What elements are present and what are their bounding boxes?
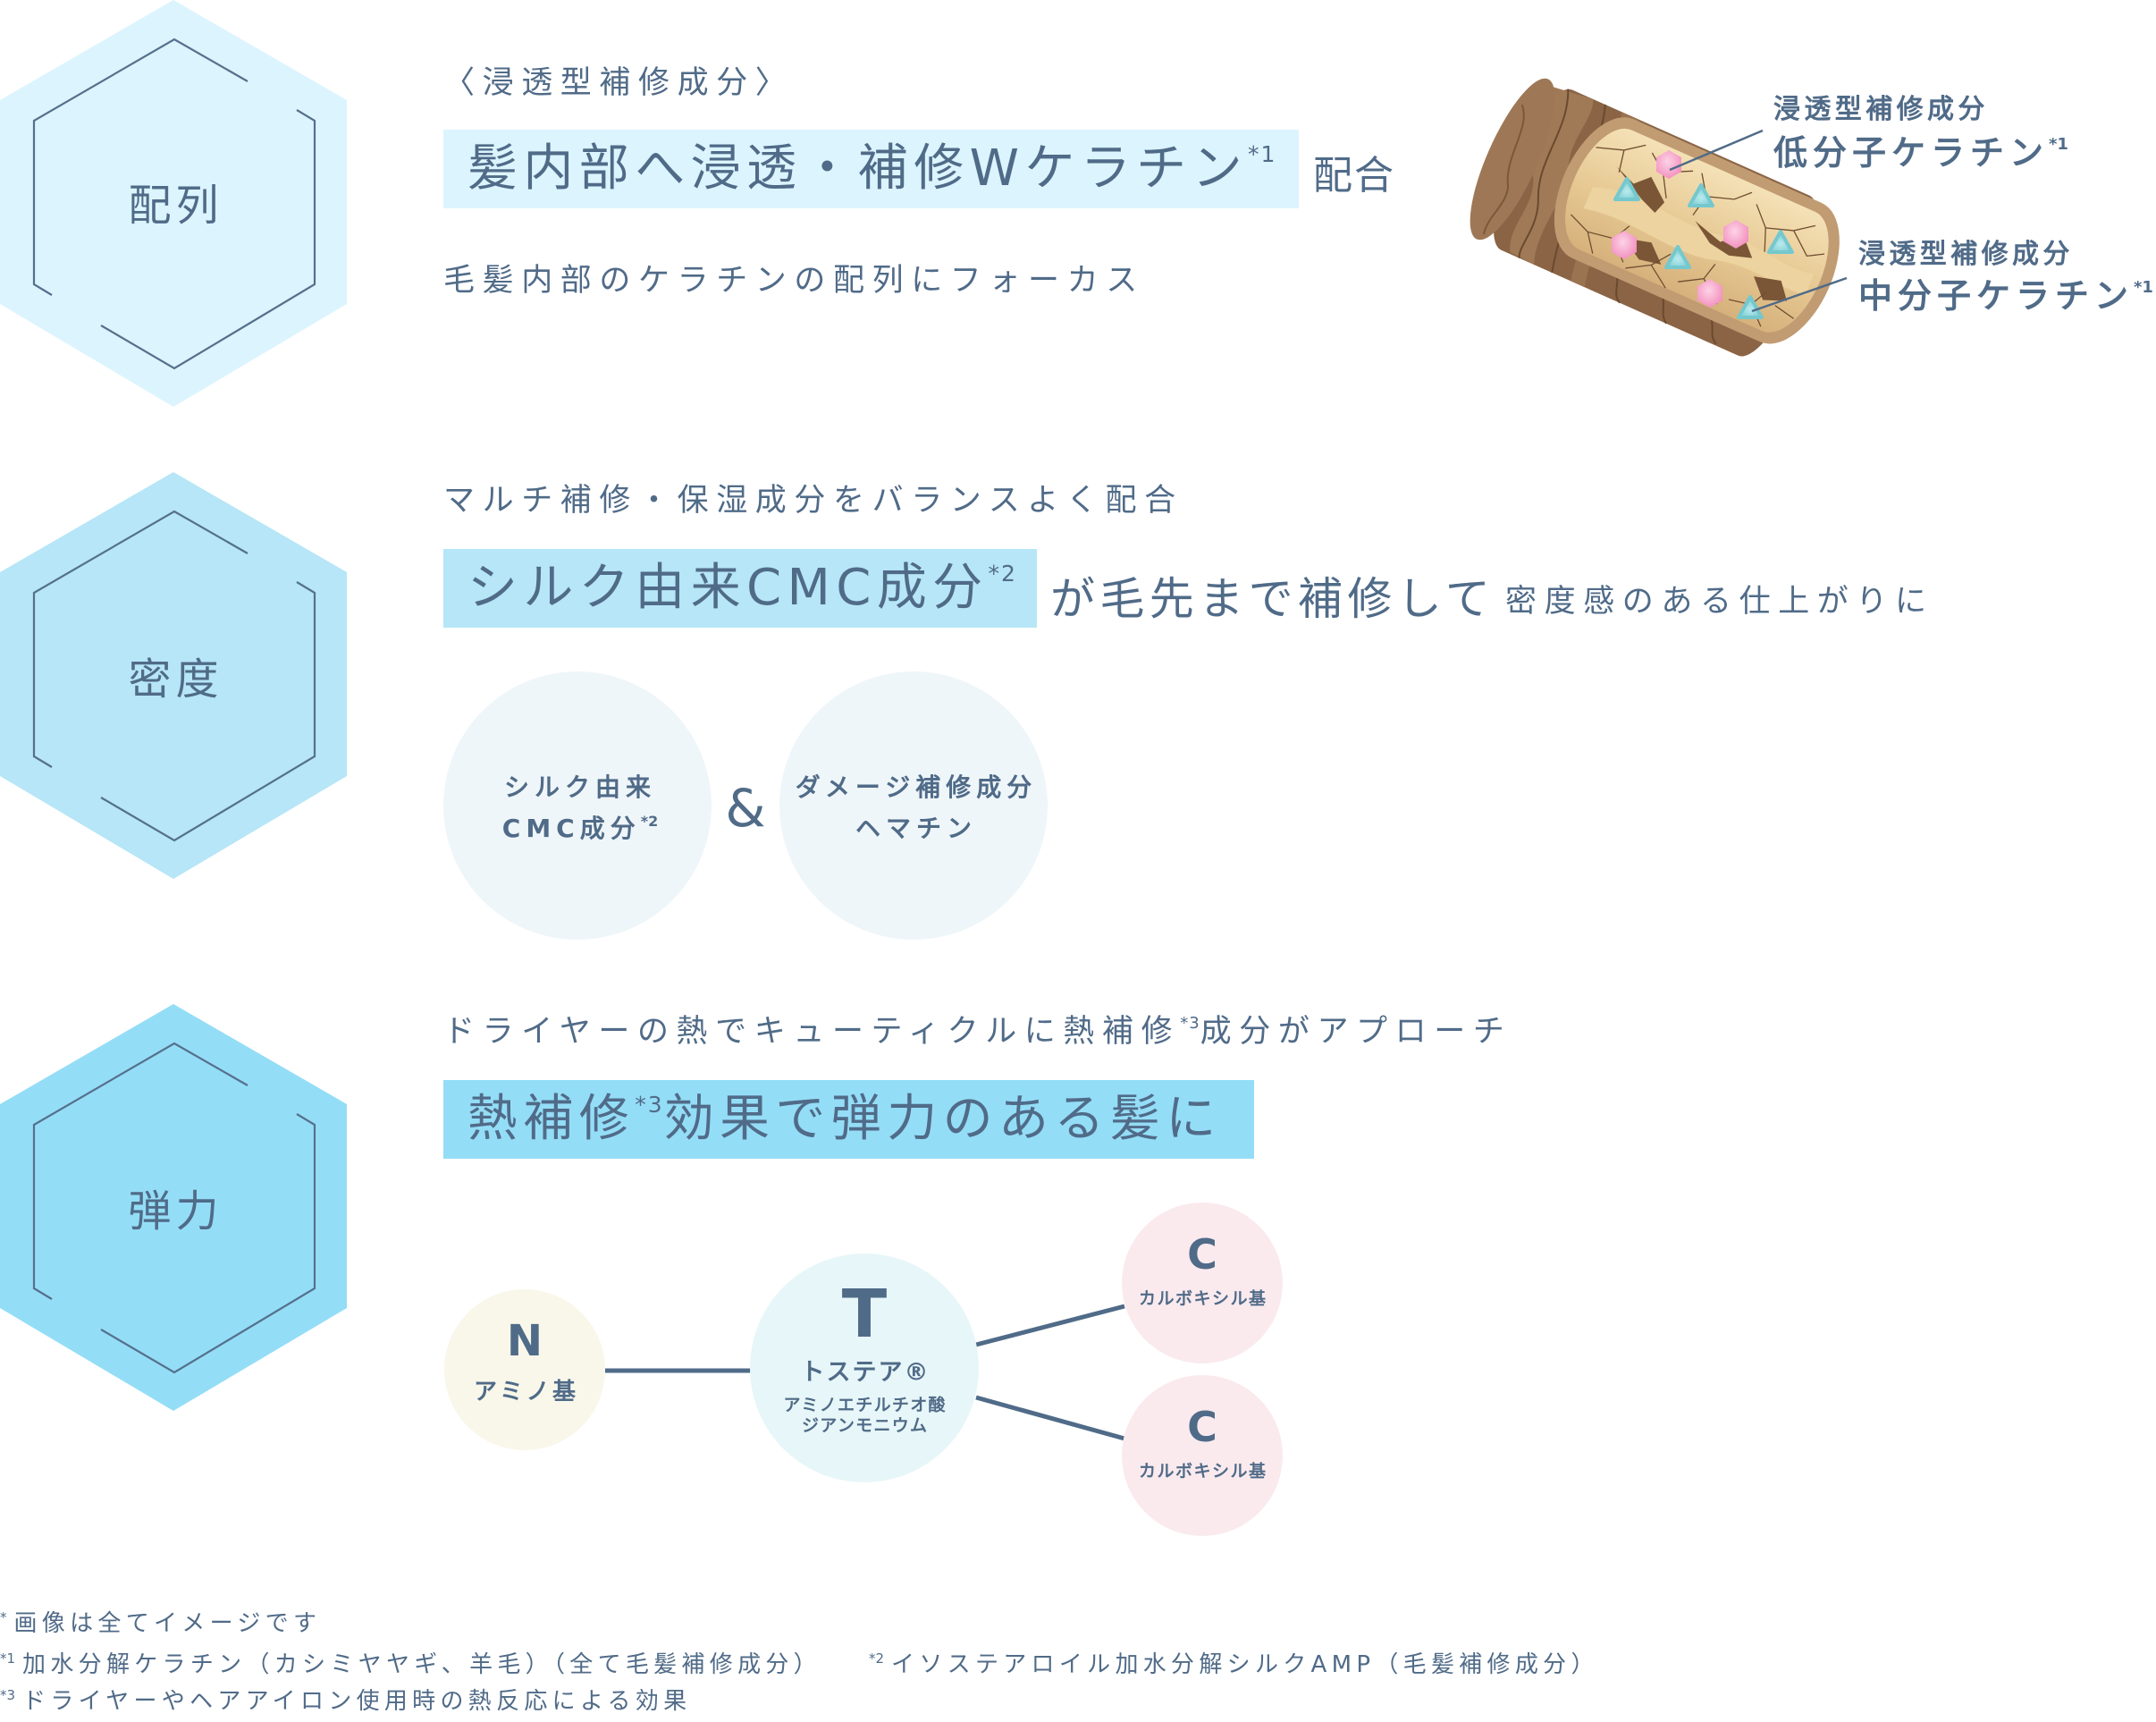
low-molecular-keratin-marker [1612,231,1637,259]
footnote-mark: *3 [0,1687,16,1703]
footnote-ref: *1 [2049,135,2068,154]
ingredient-line: シルク由来 [503,772,657,802]
node-chemical-name: ジアンモニウム [801,1415,929,1436]
bond-core-carboxyl-lower [975,1395,1125,1441]
hexagon-shape [0,1004,347,1411]
highlight-heading: 髪内部へ浸透・補修Wケラチン*1 [467,141,1277,194]
low-molecular-keratin-marker [1656,150,1681,179]
node-symbol: N [506,1316,543,1366]
footnote-ref: *1 [2134,278,2153,297]
cuticle-end-cap-edge [1482,104,1525,235]
callout-name: 低分子ケラチン*1 [1773,136,2068,170]
highlight-text: 熱補修 [467,1090,636,1148]
subtitle-text: 成分がアプローチ [1200,1014,1512,1050]
medium-molecular-keratin-marker [1613,177,1640,201]
node-symbol: C [1187,1230,1217,1279]
molecule-node-carboxyl: C カルボキシル基 [1122,1203,1283,1363]
hexagon-outline [32,510,316,842]
molecule-node-amino: N アミノ基 [444,1289,605,1450]
footnote-mark: * [0,1609,7,1625]
molecule-node-carboxyl: C カルボキシル基 [1122,1375,1283,1536]
highlight-banner: 髪内部へ浸透・補修Wケラチン*1 [443,130,1299,208]
low-molecular-keratin-marker [1697,279,1722,308]
callout-name-text: 低分子ケラチン [1773,133,2050,173]
footnote-ref: *1 [1247,141,1277,167]
highlight-heading: シルク由来CMC成分*2 [467,561,1017,613]
ingredient-line: ダメージ補修成分 [795,772,1038,802]
cuticle-scale [1510,81,1594,265]
molecule-bonds [605,1304,1125,1441]
bond-core-carboxyl-upper [975,1304,1125,1347]
highlight-suffix-large: が毛先まで補修して [1050,573,1495,625]
callout-category: 浸透型補修成分 [1773,94,1989,125]
node-brand-name: トステア® [800,1358,931,1387]
molecule-node-core: T トステア® アミノエチルチオ酸 ジアンモニウム [750,1254,979,1482]
hexagon-label: 弾力 [128,1186,223,1237]
node-chemical-name: アミノエチルチオ酸 [783,1395,947,1415]
section-description: 毛髪内部のケラチンの配列にフォーカス [443,263,1145,299]
footnote-text: 加水分解ケラチン（カシミヤヤギ、羊毛）（全て毛髪補修成分） [22,1651,821,1678]
hexagon-label: 密度 [128,654,223,705]
callout-name-text: 中分子ケラチン [1858,276,2135,316]
hexagon-shape [0,0,347,407]
footnote-text: 画像は全てイメージです [13,1610,322,1637]
medulla [1583,187,1815,295]
ingredient-line: ヘマチン [855,814,978,843]
footnote-ref: *3 [635,1092,664,1118]
callout-category: 浸透型補修成分 [1858,239,2074,270]
highlight-text: シルク由来CMC成分 [467,559,989,617]
medium-molecular-keratin-marker [1664,245,1691,269]
callout-leader-line [1669,129,1764,172]
footnote-mark: *1 [0,1650,16,1667]
hexagon-label: 配列 [128,181,223,231]
node-name: アミノ基 [474,1379,579,1405]
hexagon-outline [32,1042,316,1374]
footnote-item: *1 加水分解ケラチン（カシミヤヤギ、羊毛）（全て毛髪補修成分） [0,1650,821,1678]
footnote-text: イソステアロイル加水分解シルクAMP（毛髪補修成分） [891,1651,1599,1678]
highlight-suffix-small: 密度感のある仕上がりに [1505,584,1934,620]
highlight-banner: 熱補修*3効果で弾力のある髪に [443,1080,1254,1159]
node-name: カルボキシル基 [1138,1461,1267,1481]
highlight-suffix: 配合 [1313,153,1395,198]
medium-molecular-keratin-marker [1767,230,1794,254]
section-subtitle: ドライヤーの熱でキューティクルに熱補修*3成分がアプローチ [443,1014,1512,1050]
hexagon-badge-density [0,472,347,879]
ingredient-circle-silk-cmc: シルク由来 CMC成分*2 [443,671,712,940]
callout-name: 中分子ケラチン*1 [1858,279,2153,313]
callout-leader-line [1751,276,1848,313]
footnote-item: * 画像は全てイメージです [0,1609,322,1637]
highlight-text: 髪内部へ浸透・補修Wケラチン [467,139,1248,198]
damage-crack [1616,166,1788,301]
node-name: カルボキシル基 [1138,1288,1267,1309]
node-symbol: C [1187,1403,1217,1451]
hexagon-shape [0,472,347,879]
footnote-ref: *3 [1180,1014,1200,1033]
medium-molecular-keratin-marker [1688,183,1714,207]
section-subtitle: 〈浸透型補修成分〉 [443,65,795,101]
ampersand-connector: & [725,778,766,839]
ingredient-line: CMC成分*2 [497,813,659,843]
hexagon-badge-alignment [0,0,347,407]
footnote-mark: *2 [869,1650,885,1667]
ingredient-line-text: CMC成分 [501,814,641,843]
footnote-ref: *2 [988,561,1017,587]
highlight-text: 効果で弾力のある髪に [663,1090,1222,1148]
footnote-item: *2 イソステアロイル加水分解シルクAMP（毛髪補修成分） [869,1650,1599,1678]
footnote-text: ドライヤーやヘアアイロン使用時の熱反応による効果 [22,1688,692,1715]
hexagon-outline [32,38,316,370]
node-symbol: T [841,1276,888,1353]
subtitle-text: ドライヤーの熱でキューティクルに熱補修 [443,1014,1181,1050]
footnote-ref: *2 [640,813,659,830]
low-molecular-keratin-marker [1723,220,1748,249]
hair-strand-illustration [1470,78,1848,357]
medium-molecular-keratin-marker [1737,295,1764,319]
highlight-heading: 熱補修*3効果で弾力のある髪に [467,1092,1222,1144]
footnote-item: *3 ドライヤーやヘアアイロン使用時の熱反応による効果 [0,1687,692,1715]
ingredient-circle-hematin: ダメージ補修成分 ヘマチン [779,671,1048,940]
section-subtitle: マルチ補修・保湿成分をバランスよく配合 [443,483,1183,519]
highlight-banner: シルク由来CMC成分*2 [443,549,1037,628]
cuticle-end-cap [1470,78,1555,241]
hexagon-badge-elasticity [0,1004,347,1411]
